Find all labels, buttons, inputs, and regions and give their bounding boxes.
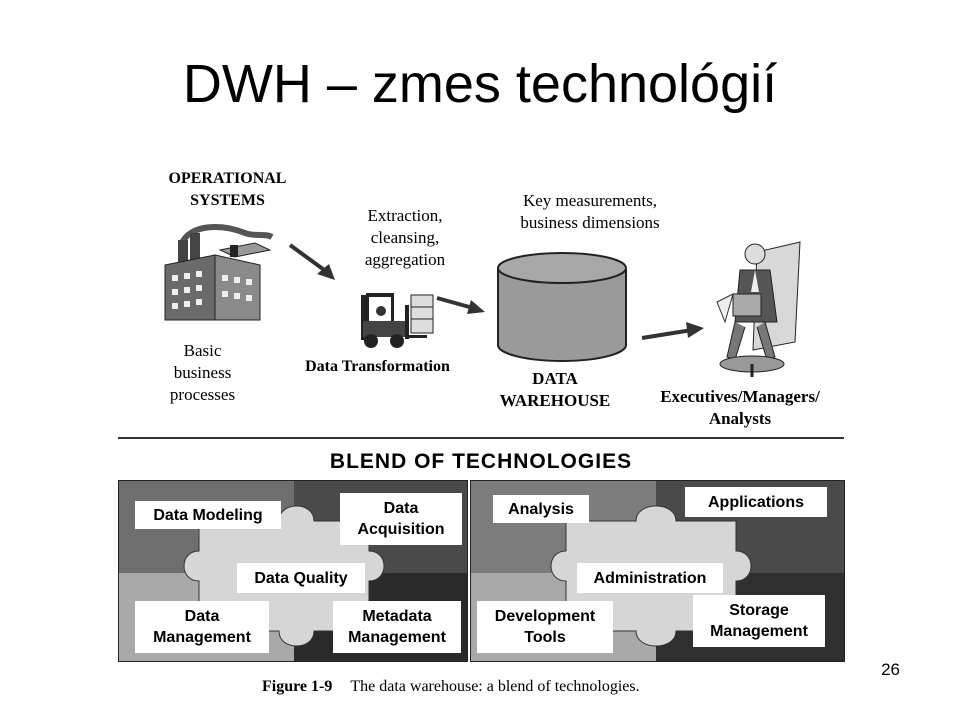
- executive-person-icon: [716, 241, 801, 377]
- data-warehouse-line-2: WAREHOUSE: [499, 391, 611, 410]
- development-tools-line-1: Development: [494, 608, 596, 625]
- basic-processes-label: Basic business processes: [150, 340, 255, 406]
- metadata-management-line-1: Metadata: [362, 608, 432, 625]
- left-puzzle-panel: Data Modeling Data Acquisition Data Qual…: [118, 480, 468, 662]
- arrow-to-executives-icon: [641, 322, 704, 340]
- data-modeling-piece: Data Modeling: [135, 501, 281, 529]
- extraction-line-2: cleansing,: [370, 228, 440, 247]
- arrow-to-transformation-icon: [288, 243, 335, 280]
- storage-management-piece: Storage Management: [693, 595, 825, 647]
- operational-systems-line-1: OPERATIONAL: [168, 170, 287, 187]
- data-management-line-1: Data: [184, 608, 220, 625]
- data-quality-piece: Data Quality: [237, 563, 365, 593]
- data-acquisition-piece: Data Acquisition: [340, 493, 462, 545]
- data-warehouse-line-1: DATA: [532, 369, 578, 388]
- figure-caption-text: The data warehouse: a blend of technolog…: [350, 678, 640, 695]
- operational-systems-line-2: SYSTEMS: [190, 192, 265, 209]
- data-management-piece: Data Management: [135, 601, 269, 653]
- executives-line-2: Analysts: [708, 409, 772, 428]
- blend-heading: BLEND OF TECHNOLOGIES: [329, 450, 633, 473]
- analysis-piece: Analysis: [493, 495, 589, 523]
- metadata-management-piece: Metadata Management: [333, 601, 461, 653]
- executives-label: Executives/Managers/ Analysts: [640, 386, 840, 430]
- storage-management-line-1: Storage: [729, 602, 789, 619]
- basic-processes-line-3: processes: [169, 385, 236, 404]
- operational-systems-label: OPERATIONAL SYSTEMS: [150, 168, 305, 212]
- key-measurements-line-1: Key measurements,: [522, 191, 658, 210]
- data-warehouse-cylinder-icon: [497, 252, 627, 362]
- key-measurements-line-2: business dimensions: [520, 213, 660, 232]
- page-number: 26: [881, 660, 900, 679]
- data-transformation-label: Data Transformation: [305, 358, 450, 375]
- basic-processes-line-2: business: [173, 363, 232, 382]
- arrow-to-warehouse-icon: [436, 296, 485, 314]
- storage-management-line-2: Management: [710, 623, 808, 640]
- figure-caption: Figure 1-9 The data warehouse: a blend o…: [262, 678, 640, 696]
- metadata-management-line-2: Management: [348, 629, 446, 646]
- development-tools-piece: Development Tools: [477, 601, 613, 653]
- key-measurements-label: Key measurements, business dimensions: [495, 190, 685, 234]
- extraction-line-3: aggregation: [364, 250, 446, 269]
- factory-icon: [164, 224, 274, 321]
- section-divider: [118, 437, 844, 439]
- data-management-line-2: Management: [153, 629, 251, 646]
- forklift-icon: [361, 293, 434, 348]
- extraction-line-1: Extraction,: [367, 206, 443, 225]
- figure-caption-label: Figure 1-9: [262, 678, 333, 695]
- basic-processes-line-1: Basic: [183, 341, 222, 360]
- executives-line-1: Executives/Managers/: [660, 387, 820, 406]
- applications-piece: Applications: [685, 487, 827, 517]
- data-acquisition-line-1: Data: [383, 500, 419, 517]
- administration-piece: Administration: [577, 563, 723, 593]
- data-acquisition-line-2: Acquisition: [357, 521, 445, 538]
- slide-title: DWH – zmes technológií: [182, 54, 778, 114]
- data-warehouse-label: DATA WAREHOUSE: [480, 368, 630, 412]
- right-puzzle-panel: Analysis Applications Administration Dev…: [470, 480, 845, 662]
- development-tools-line-2: Tools: [524, 629, 566, 646]
- extraction-label: Extraction, cleansing, aggregation: [345, 205, 465, 271]
